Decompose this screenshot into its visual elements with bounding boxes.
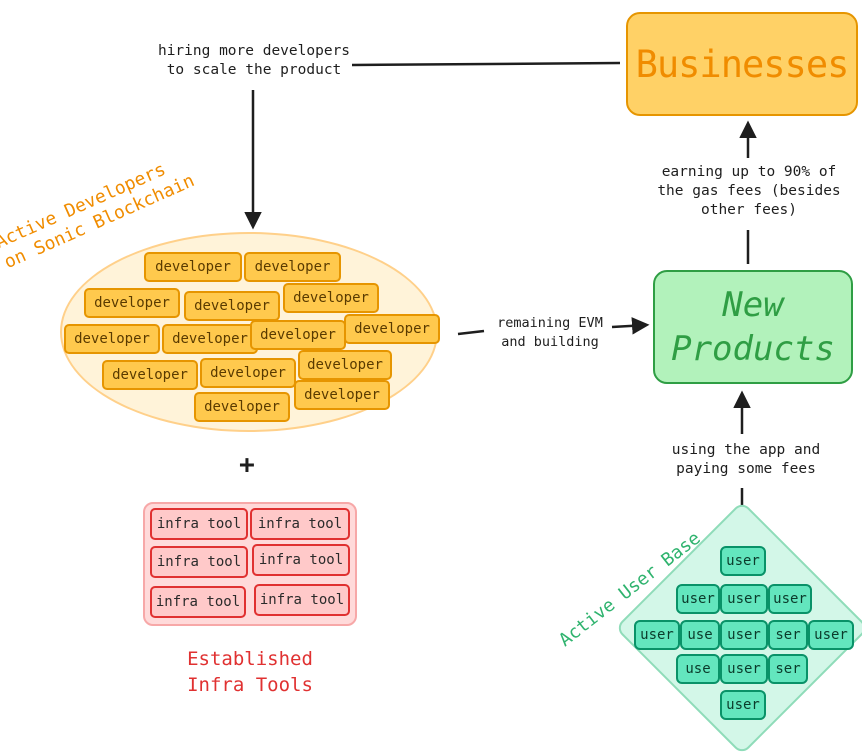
user-chip: user (808, 620, 854, 650)
developer-chip: developer (84, 288, 180, 318)
edge-label-hiring: hiring more developers to scale the prod… (157, 43, 351, 78)
user-chip: user (634, 620, 680, 650)
user-chip: user (720, 690, 766, 720)
new-products-node: New Products (653, 270, 853, 384)
developer-chip: developer (102, 360, 198, 390)
developer-chip: developer (298, 350, 392, 380)
edge-label-earning: earning up to 90% of the gas fees (besid… (657, 164, 841, 218)
connectors (244, 61, 757, 522)
developer-chip: developer (184, 291, 280, 321)
user-chip: user (676, 584, 720, 614)
developer-chip: developer (200, 358, 296, 388)
developer-chip: developer (283, 283, 379, 313)
infra-tool-chip: infra tool (150, 546, 248, 578)
developer-chip: developer (294, 380, 390, 410)
businesses-node: Businesses (626, 12, 858, 116)
edge-remaining-to-products (611, 317, 650, 335)
user-chip: user (720, 654, 768, 684)
developer-chip: developer (64, 324, 160, 354)
user-chip: user (768, 584, 812, 614)
user-chip: use (676, 654, 720, 684)
diagram-canvas: Businesses New Products hiring more deve… (0, 12, 862, 755)
user-chip: use (680, 620, 720, 650)
developer-chip: developer (144, 252, 242, 282)
businesses-label: Businesses (635, 42, 850, 86)
user-chip: user (720, 546, 766, 576)
infra-tool-chip: infra tool (250, 508, 350, 540)
infra-tool-chip: infra tool (150, 586, 246, 618)
user-chip: ser (768, 654, 808, 684)
developer-chip: developer (344, 314, 440, 344)
infra-tool-chip: infra tool (150, 508, 248, 540)
infra-tool-chip: infra tool (252, 544, 350, 576)
plus-sign: + (239, 450, 255, 480)
developer-chip: developer (244, 252, 341, 282)
user-chip: user (720, 620, 768, 650)
edge-label-remaining: remaining EVM and building (497, 315, 603, 350)
developer-chip: developer (194, 392, 290, 422)
edge-developers-to-remaining (457, 329, 485, 336)
user-chip: user (720, 584, 768, 614)
infra-group-title: Established Infra Tools (187, 648, 313, 696)
developer-chip: developer (250, 320, 346, 350)
developer-chip: developer (162, 324, 258, 354)
user-chip: ser (768, 620, 808, 650)
infra-tool-chip: infra tool (254, 584, 350, 616)
edge-label-using: using the app and paying some fees (671, 442, 821, 477)
edge-businesses-to-hiring (351, 61, 621, 67)
new-products-label: New Products (671, 285, 835, 369)
